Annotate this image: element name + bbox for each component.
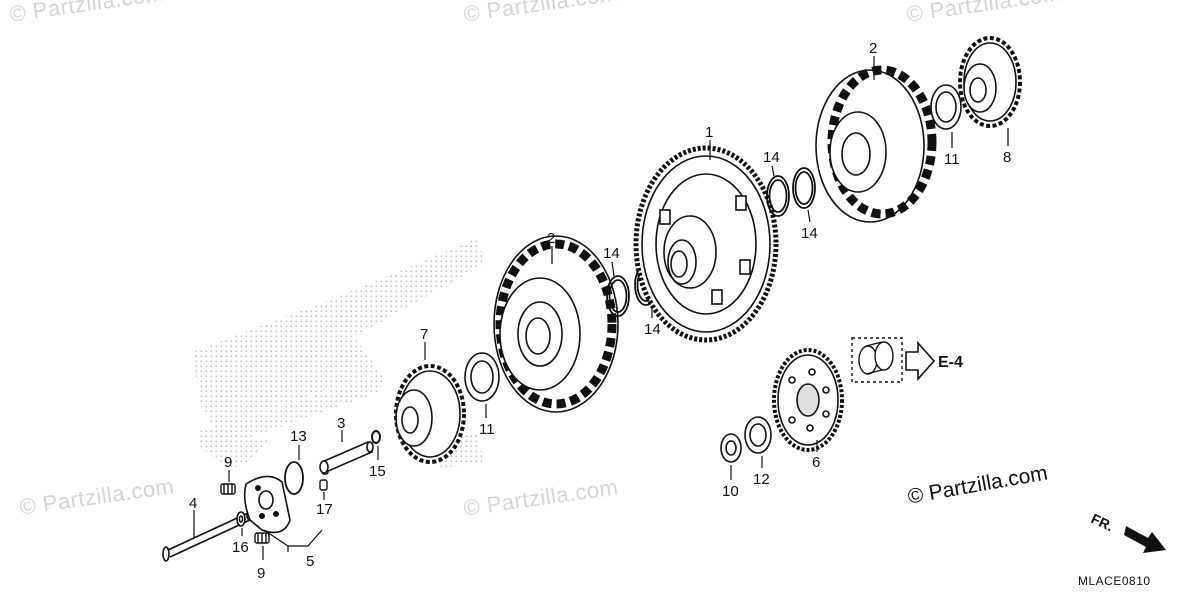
callout-2-lower: 2 <box>547 230 555 247</box>
callout-1: 1 <box>705 124 713 141</box>
clutch-drum-2-upper <box>815 65 937 223</box>
callout-13: 13 <box>290 428 307 445</box>
washer-12 <box>744 416 772 454</box>
reference-label: E-4 <box>938 354 963 371</box>
callout-17: 17 <box>316 501 333 518</box>
callout-5: 5 <box>306 553 314 570</box>
ring-14-d <box>792 167 816 209</box>
callout-16: 16 <box>232 539 249 556</box>
callout-9-lower: 9 <box>257 565 265 582</box>
ring-14-a <box>606 275 630 317</box>
o-ring-13 <box>284 461 304 495</box>
bolt-9-lower <box>254 532 270 544</box>
clutch-drum-2-lower <box>493 235 619 413</box>
primary-gear-1 <box>633 145 779 343</box>
front-direction-label: FR. <box>1089 510 1116 534</box>
callout-4: 4 <box>189 495 197 512</box>
callout-8: 8 <box>1003 149 1011 166</box>
callout-12: 12 <box>753 471 770 488</box>
callout-9-upper: 9 <box>224 454 232 471</box>
callout-15: 15 <box>369 463 386 480</box>
shaft-3 <box>319 440 374 474</box>
gear-7 <box>394 364 466 464</box>
callout-2-upper: 2 <box>869 40 877 57</box>
clip-15 <box>371 430 381 444</box>
plate-assembly-5 <box>243 475 291 534</box>
gear-6 <box>772 348 844 452</box>
needle-bearing <box>851 337 903 383</box>
callout-7: 7 <box>420 326 428 343</box>
callout-14-b: 14 <box>644 321 661 338</box>
callout-6: 6 <box>812 454 820 471</box>
callout-labels: 1 2 2 3 4 5 6 7 8 9 9 10 11 11 12 13 14 … <box>189 40 1011 582</box>
callout-14-d: 14 <box>801 225 818 242</box>
diagram-code: MLACE0810 <box>1078 574 1151 588</box>
bolt-9-upper <box>220 483 236 495</box>
callout-3: 3 <box>337 415 345 432</box>
callout-11-upper: 11 <box>944 151 960 168</box>
reference-arrow <box>905 340 936 382</box>
washer-16 <box>236 511 246 527</box>
callout-11-lower: 11 <box>479 421 495 438</box>
leader-lines <box>193 56 1009 560</box>
callout-10: 10 <box>722 483 739 500</box>
gear-8 <box>958 36 1022 128</box>
washer-11-upper <box>930 84 962 130</box>
washer-11-lower <box>464 352 500 402</box>
ring-14-c <box>766 175 790 217</box>
callout-14-a: 14 <box>603 245 620 262</box>
front-direction-arrow <box>1124 526 1166 553</box>
callout-14-c: 14 <box>763 149 780 166</box>
washer-10 <box>720 433 742 463</box>
